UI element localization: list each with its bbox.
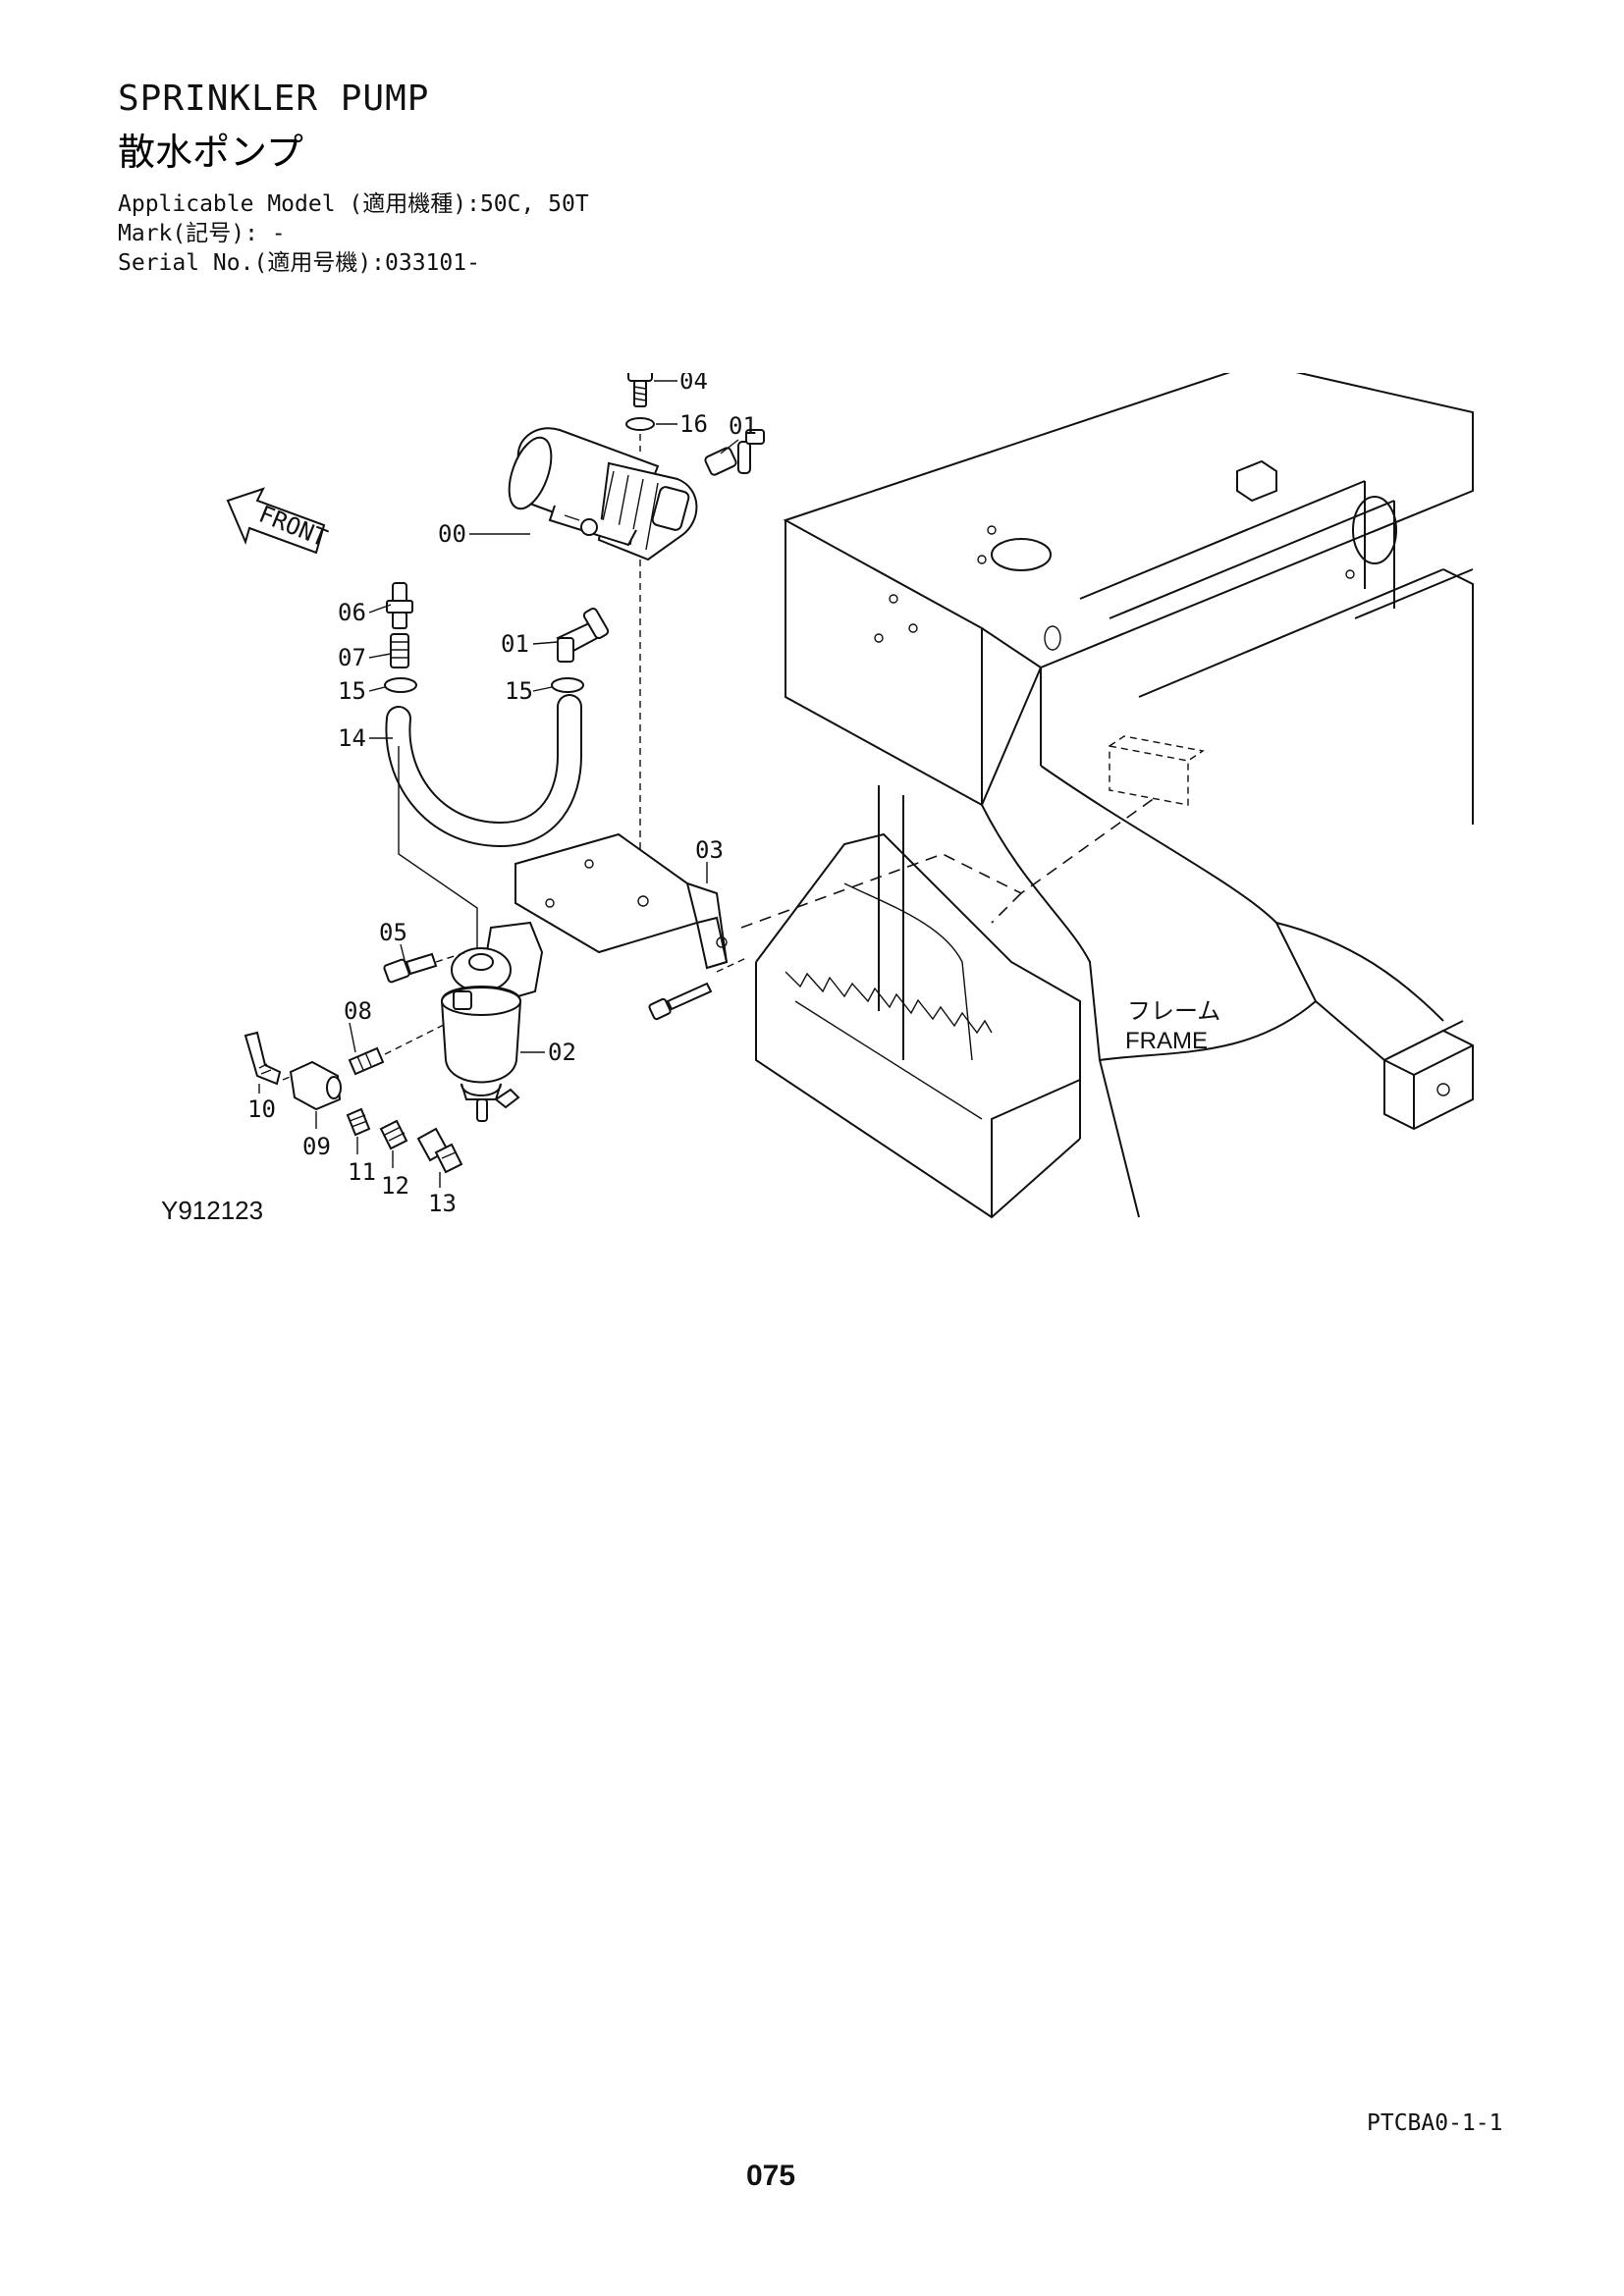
applicable-model: Applicable Model (適用機種):50C, 50T bbox=[118, 191, 589, 217]
parts-diagram: フレーム FRAME FRONT bbox=[226, 373, 1474, 1219]
bracket-03 bbox=[514, 832, 729, 970]
bolt-05 bbox=[383, 951, 467, 984]
callout-01-lower: 01 bbox=[501, 630, 529, 658]
bracket-bolt bbox=[648, 957, 747, 1021]
callout-leaders bbox=[258, 380, 739, 1188]
hose-clamp-15-right bbox=[551, 677, 584, 693]
frame-label-en: FRAME bbox=[1125, 1028, 1208, 1054]
callout-04: 04 bbox=[679, 373, 708, 395]
strainer-filter-02 bbox=[440, 921, 544, 1122]
callout-16: 16 bbox=[679, 410, 708, 438]
frame-drawing bbox=[740, 373, 1474, 1219]
fitting-08 bbox=[348, 1024, 445, 1076]
figure-code: Y912123 bbox=[161, 1196, 264, 1225]
serial-number: Serial No.(適用号機):033101- bbox=[118, 250, 480, 276]
frame-label-jp: フレーム bbox=[1127, 998, 1220, 1025]
callout-15-left: 15 bbox=[338, 677, 366, 705]
mark-field: Mark(記号): - bbox=[118, 221, 286, 246]
callout-02: 02 bbox=[548, 1039, 576, 1066]
callout-13: 13 bbox=[428, 1190, 457, 1217]
elbow-fitting-01-lower bbox=[556, 607, 610, 663]
callout-09: 09 bbox=[302, 1133, 331, 1160]
callout-06: 06 bbox=[338, 599, 366, 626]
page-number: 075 bbox=[746, 2160, 796, 2192]
hose-barb-13 bbox=[416, 1127, 463, 1174]
hose-barb-elbow-10 bbox=[244, 1031, 282, 1086]
callout-08: 08 bbox=[344, 997, 372, 1025]
callout-10: 10 bbox=[247, 1095, 276, 1123]
tee-fitting-09 bbox=[282, 1060, 342, 1111]
callout-11: 11 bbox=[348, 1158, 376, 1186]
callout-00: 00 bbox=[438, 520, 466, 548]
hose-clamp-15-left bbox=[384, 677, 417, 693]
fitting-07 bbox=[390, 633, 409, 668]
fitting-06 bbox=[386, 582, 413, 629]
page-title: SPRINKLER PUMP bbox=[118, 79, 430, 119]
callout-01-upper: 01 bbox=[729, 412, 757, 440]
sprinkler-pump-00 bbox=[508, 427, 698, 561]
front-direction-arrow: FRONT bbox=[226, 487, 331, 555]
elbow-fitting-01-upper bbox=[704, 429, 765, 476]
page-title-japanese: 散水ポンプ bbox=[118, 131, 303, 174]
callout-03: 03 bbox=[695, 836, 724, 864]
callout-07: 07 bbox=[338, 644, 366, 671]
washer-16 bbox=[625, 417, 655, 431]
callout-15-right: 15 bbox=[505, 677, 533, 705]
screw-04 bbox=[627, 373, 653, 407]
assembly-line-hose bbox=[398, 746, 478, 972]
callout-12: 12 bbox=[381, 1172, 409, 1200]
fitting-11 bbox=[346, 1107, 371, 1137]
page-reference: PTCBA0-1-1 bbox=[1367, 2110, 1503, 2136]
callout-14: 14 bbox=[338, 724, 366, 752]
callout-05: 05 bbox=[379, 919, 407, 946]
fitting-12 bbox=[379, 1119, 408, 1150]
